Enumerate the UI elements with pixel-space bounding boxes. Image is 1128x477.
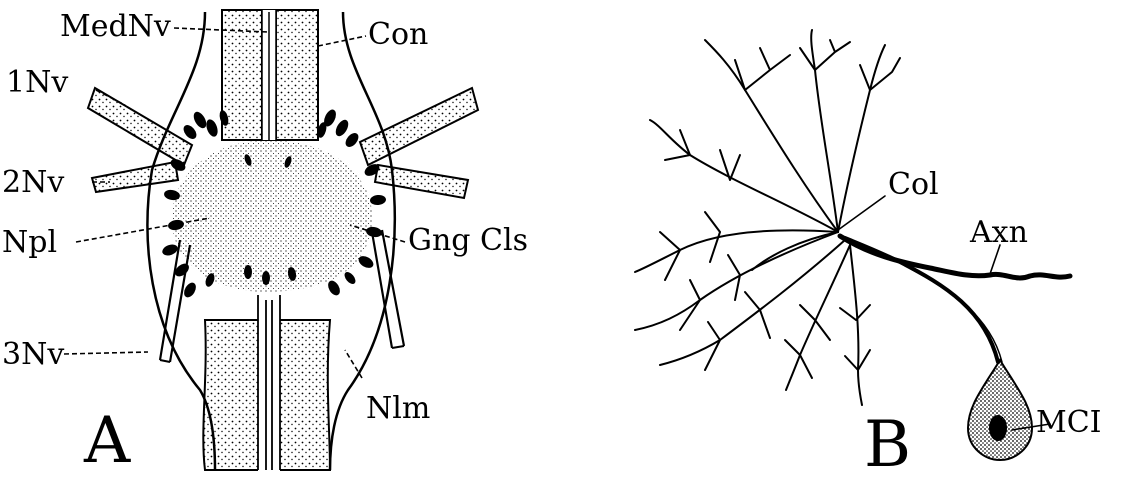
neuropil <box>172 140 372 292</box>
label-gng-cls: Gng Cls <box>408 223 528 258</box>
label-nlm: Nlm <box>366 391 430 426</box>
label-npl: Npl <box>2 225 57 260</box>
label-mcl: MCI <box>1036 405 1102 440</box>
nerve-2-left <box>92 162 178 192</box>
nucleus <box>989 415 1007 441</box>
label-2nv: 2Nv <box>2 165 64 200</box>
nerve-1-left <box>88 88 192 165</box>
axon <box>840 236 1070 278</box>
nerve-1-right <box>360 88 478 165</box>
label-con: Con <box>368 17 428 52</box>
neurite <box>845 238 998 362</box>
label-1nv: 1Nv <box>6 65 68 100</box>
label-col: Col <box>888 167 939 202</box>
panel-letter-b: B <box>864 408 911 472</box>
label-3nv: 3Nv <box>2 337 64 372</box>
dendritic-tree <box>635 30 900 405</box>
soma <box>968 360 1032 460</box>
panel-letter-a: A <box>83 404 131 472</box>
label-axn: Axn <box>969 215 1028 250</box>
label-mednv: MedNv <box>60 9 171 44</box>
nerve-2-right <box>375 165 468 198</box>
